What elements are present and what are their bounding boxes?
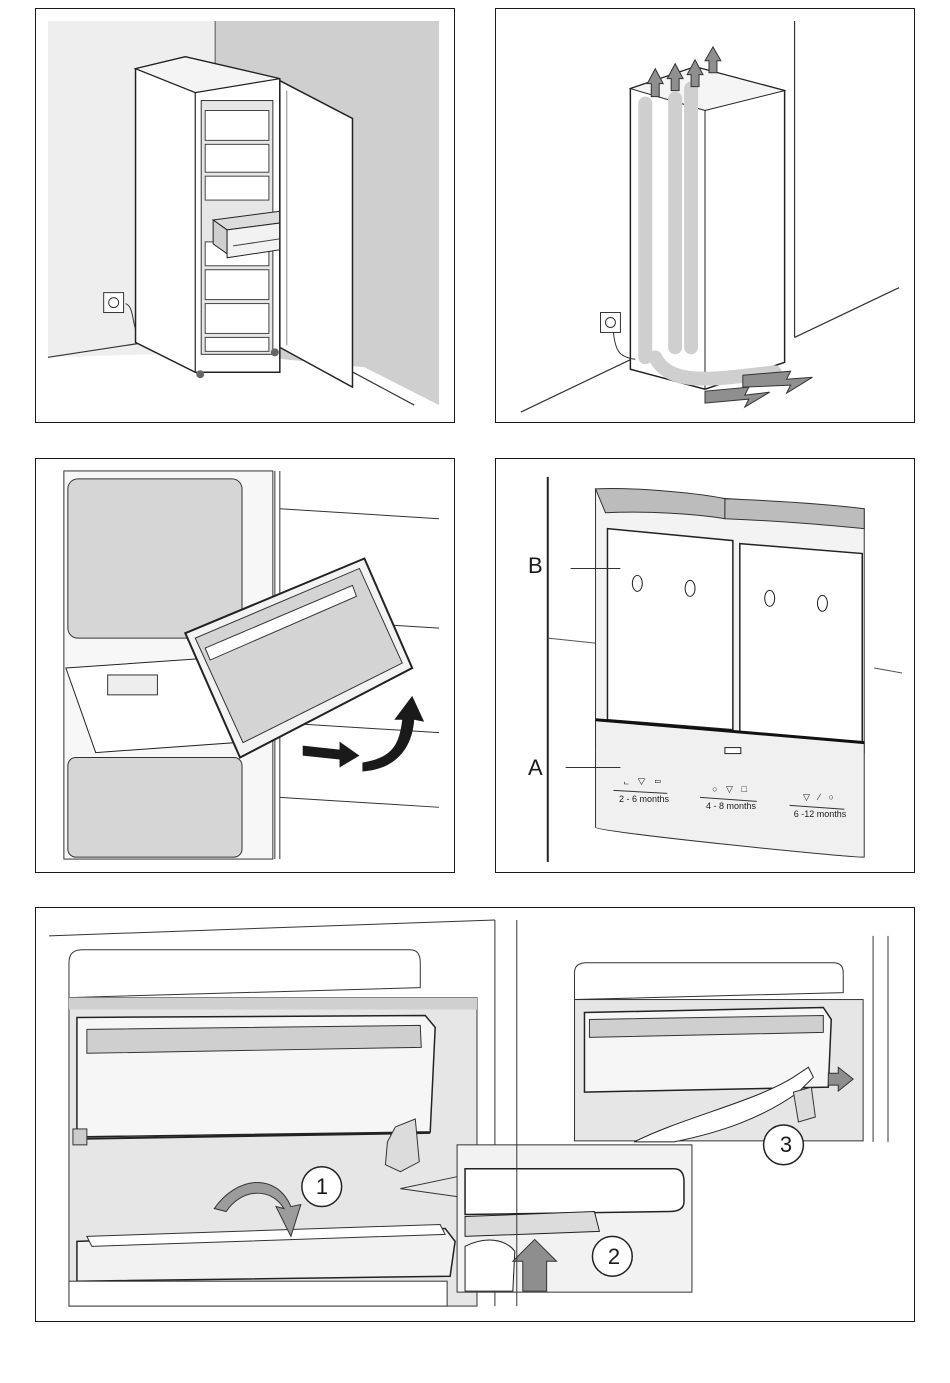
storage-duration-2: 4 - 8 months <box>700 801 762 811</box>
illustration-storage-guide: B A ⨽ ▽ ▭ 2 - 6 months ○ ▽ □ 4 - 8 month… <box>495 458 915 873</box>
label-a: A <box>528 755 543 781</box>
sausage-icon: ▭ <box>654 777 664 787</box>
cow-head-icon: ▽ <box>726 784 736 794</box>
storage-group-3: ▽ ∕ ○ 6 -12 months <box>788 792 852 819</box>
illustration-drawer-removal <box>35 458 455 873</box>
fruit-icon: ○ <box>829 792 837 802</box>
storage-duration-3: 6 -12 months <box>788 809 852 819</box>
cake-icon: □ <box>741 784 749 794</box>
pig-icon: ○ <box>712 784 720 794</box>
storage-group-2: ○ ▽ □ 4 - 8 months <box>700 784 762 811</box>
label-b: B <box>528 553 543 579</box>
bowl-icon: ▽ <box>638 777 649 787</box>
storage-duration-1: 2 - 6 months <box>614 794 674 804</box>
freezer-open-door-drawing <box>36 9 454 422</box>
step-1-number: 1 <box>312 1174 332 1200</box>
poultry-icon: ▽ <box>803 792 813 802</box>
step-3-number: 3 <box>776 1132 796 1158</box>
vegetable-icon: ∕ <box>818 792 823 802</box>
illustration-freezer-open-door <box>35 8 455 423</box>
ventilation-drawing <box>496 9 914 422</box>
storage-group-1: ⨽ ▽ ▭ 2 - 6 months <box>614 777 674 804</box>
flap-removal-drawing <box>36 908 914 1321</box>
illustration-flap-removal-steps: 1 2 3 <box>35 907 915 1322</box>
illustration-ventilation-airflow <box>495 8 915 423</box>
step-2-number: 2 <box>604 1244 624 1270</box>
drawer-removal-drawing <box>36 459 454 872</box>
fish-icon: ⨽ <box>624 777 632 787</box>
